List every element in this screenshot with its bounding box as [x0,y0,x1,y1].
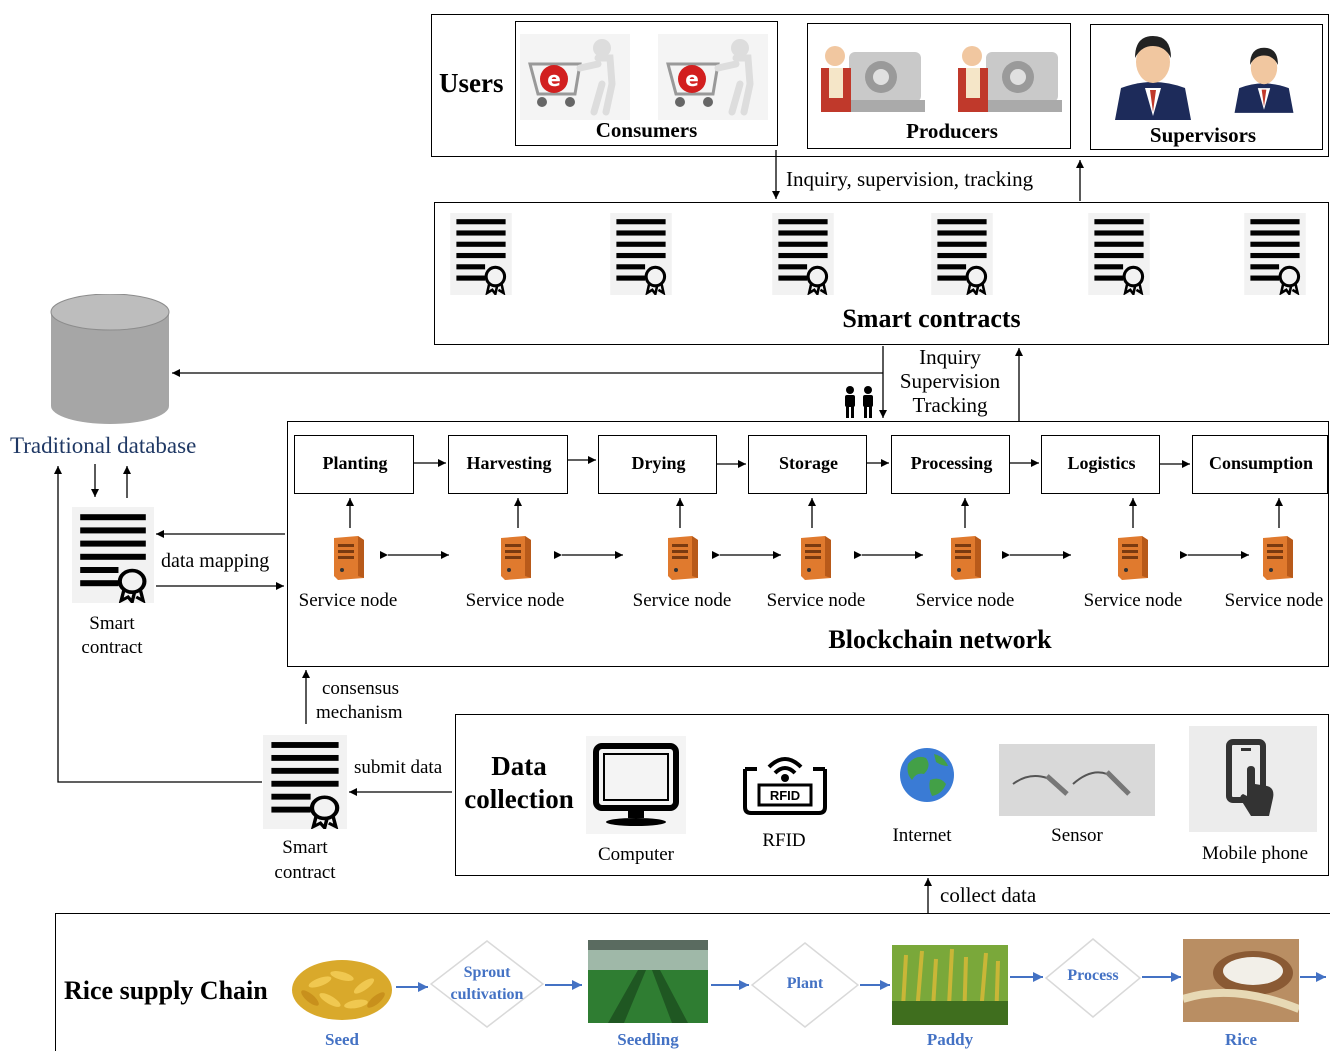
device-label-mobile-phone: Mobile phone [1201,843,1309,864]
consumer-cart-icon: e [520,34,630,120]
process-process-label: Process [1067,967,1119,984]
server-icon [495,532,535,582]
mid-link-supervision: Supervision [899,369,1001,393]
paddy-image [892,945,1008,1030]
server-icon [945,532,985,582]
supervisor-person-icon [1233,36,1295,120]
rice-item-rice: Rice [1224,1030,1258,1049]
left-contract-label-2: contract [81,637,143,658]
process-diamond-plant [751,942,859,1028]
data-mapping-label: data mapping [161,550,270,572]
server-icon [1257,532,1297,582]
process-sprout-label-1: Sprout [463,964,511,981]
service-node-label: Service node [298,590,398,611]
data-collection-title-2: collection [464,784,574,814]
consumers-label: Consumers [595,118,698,142]
svg-text:e: e [685,67,699,91]
service-node-label: Service node [766,590,866,611]
rice-item-seed: Seed [325,1030,359,1049]
device-label-sensor: Sensor [1051,825,1103,846]
rfid-icon: RFID [739,747,831,822]
rice-chain-title: Rice supply Chain [64,976,268,1005]
server-icon [1112,532,1152,582]
bottom-smart-contract-doc-icon [263,735,347,829]
internet-globe-icon [898,746,956,809]
process-sprout-label-2: cultivation [450,986,524,1003]
device-label-rfid: RFID [762,830,806,851]
service-node-label: Service node [465,590,565,611]
smart-contracts-panel [434,202,1329,345]
smart-contract-doc-icon [1244,213,1306,295]
submit-data-label: submit data [354,757,443,778]
smart-contract-doc-icon [610,213,672,295]
svg-text:e: e [547,67,561,91]
consensus-label-2: mechanism [316,702,403,723]
data-collection-title-1: Data [491,751,547,781]
process-diamond-sprout [430,940,544,1028]
computer-icon [586,736,686,839]
rice-chain-panel [55,913,1330,1051]
mid-link-tracking: Tracking [912,393,988,417]
bottom-contract-label-2: contract [274,862,336,883]
sensor-icon [999,744,1155,821]
stage-consumption: Consumption [1192,435,1328,494]
users-title: Users [439,68,504,98]
seed-image [290,946,394,1029]
rice-image [1181,939,1301,1027]
service-node-label: Service node [915,590,1015,611]
supervisor-person-icon [1113,30,1193,120]
server-icon [328,532,368,582]
smart-contract-doc-icon [772,213,834,295]
seedling-image [588,940,708,1028]
smart-contract-doc-icon [450,213,512,295]
stage-logistics: Logistics [1041,435,1160,494]
left-contract-label-1: Smart [89,613,135,634]
smart-contracts-title: Smart contracts [842,304,1021,333]
stage-processing: Processing [891,435,1010,494]
mobile-phone-icon [1189,726,1317,837]
smart-contract-doc-icon [1088,213,1150,295]
smart-contract-doc-icon [931,213,993,295]
people-icon [842,386,876,423]
blockchain-network-title: Blockchain network [828,625,1052,654]
device-label-internet: Internet [892,825,952,846]
mid-link-inquiry: Inquiry [919,345,981,369]
service-node-label: Service node [1083,590,1183,611]
process-plant-label: Plant [786,975,824,992]
inquiry-supervision-tracking-label: Inquiry, supervision, tracking [786,167,1034,191]
device-label-computer: Computer [598,844,674,865]
server-icon [662,532,702,582]
consensus-label-1: consensus [322,678,400,699]
producers-label: Producers [906,119,998,143]
rice-item-paddy: Paddy [926,1030,974,1049]
producer-machine-icon [819,40,925,114]
process-diamond-process [1045,938,1141,1018]
stage-planting: Planting [294,435,414,494]
rice-item-seedling: Seedling [617,1030,679,1049]
server-icon [795,532,835,582]
database-cylinder-icon [50,293,170,431]
stage-storage: Storage [748,435,867,494]
traditional-database-label: Traditional database [10,433,197,458]
left-smart-contract-doc-icon [72,507,154,603]
service-node-label: Service node [1224,590,1324,611]
bottom-contract-label-1: Smart [282,837,328,858]
stage-harvesting: Harvesting [448,435,568,494]
svg-text:RFID: RFID [770,788,800,803]
producer-machine-icon [956,40,1062,114]
consumer-cart-icon: e [658,34,768,120]
supervisors-label: Supervisors [1149,123,1257,147]
service-node-label: Service node [632,590,732,611]
collect-data-label: collect data [940,883,1037,907]
stage-drying: Drying [598,435,717,494]
